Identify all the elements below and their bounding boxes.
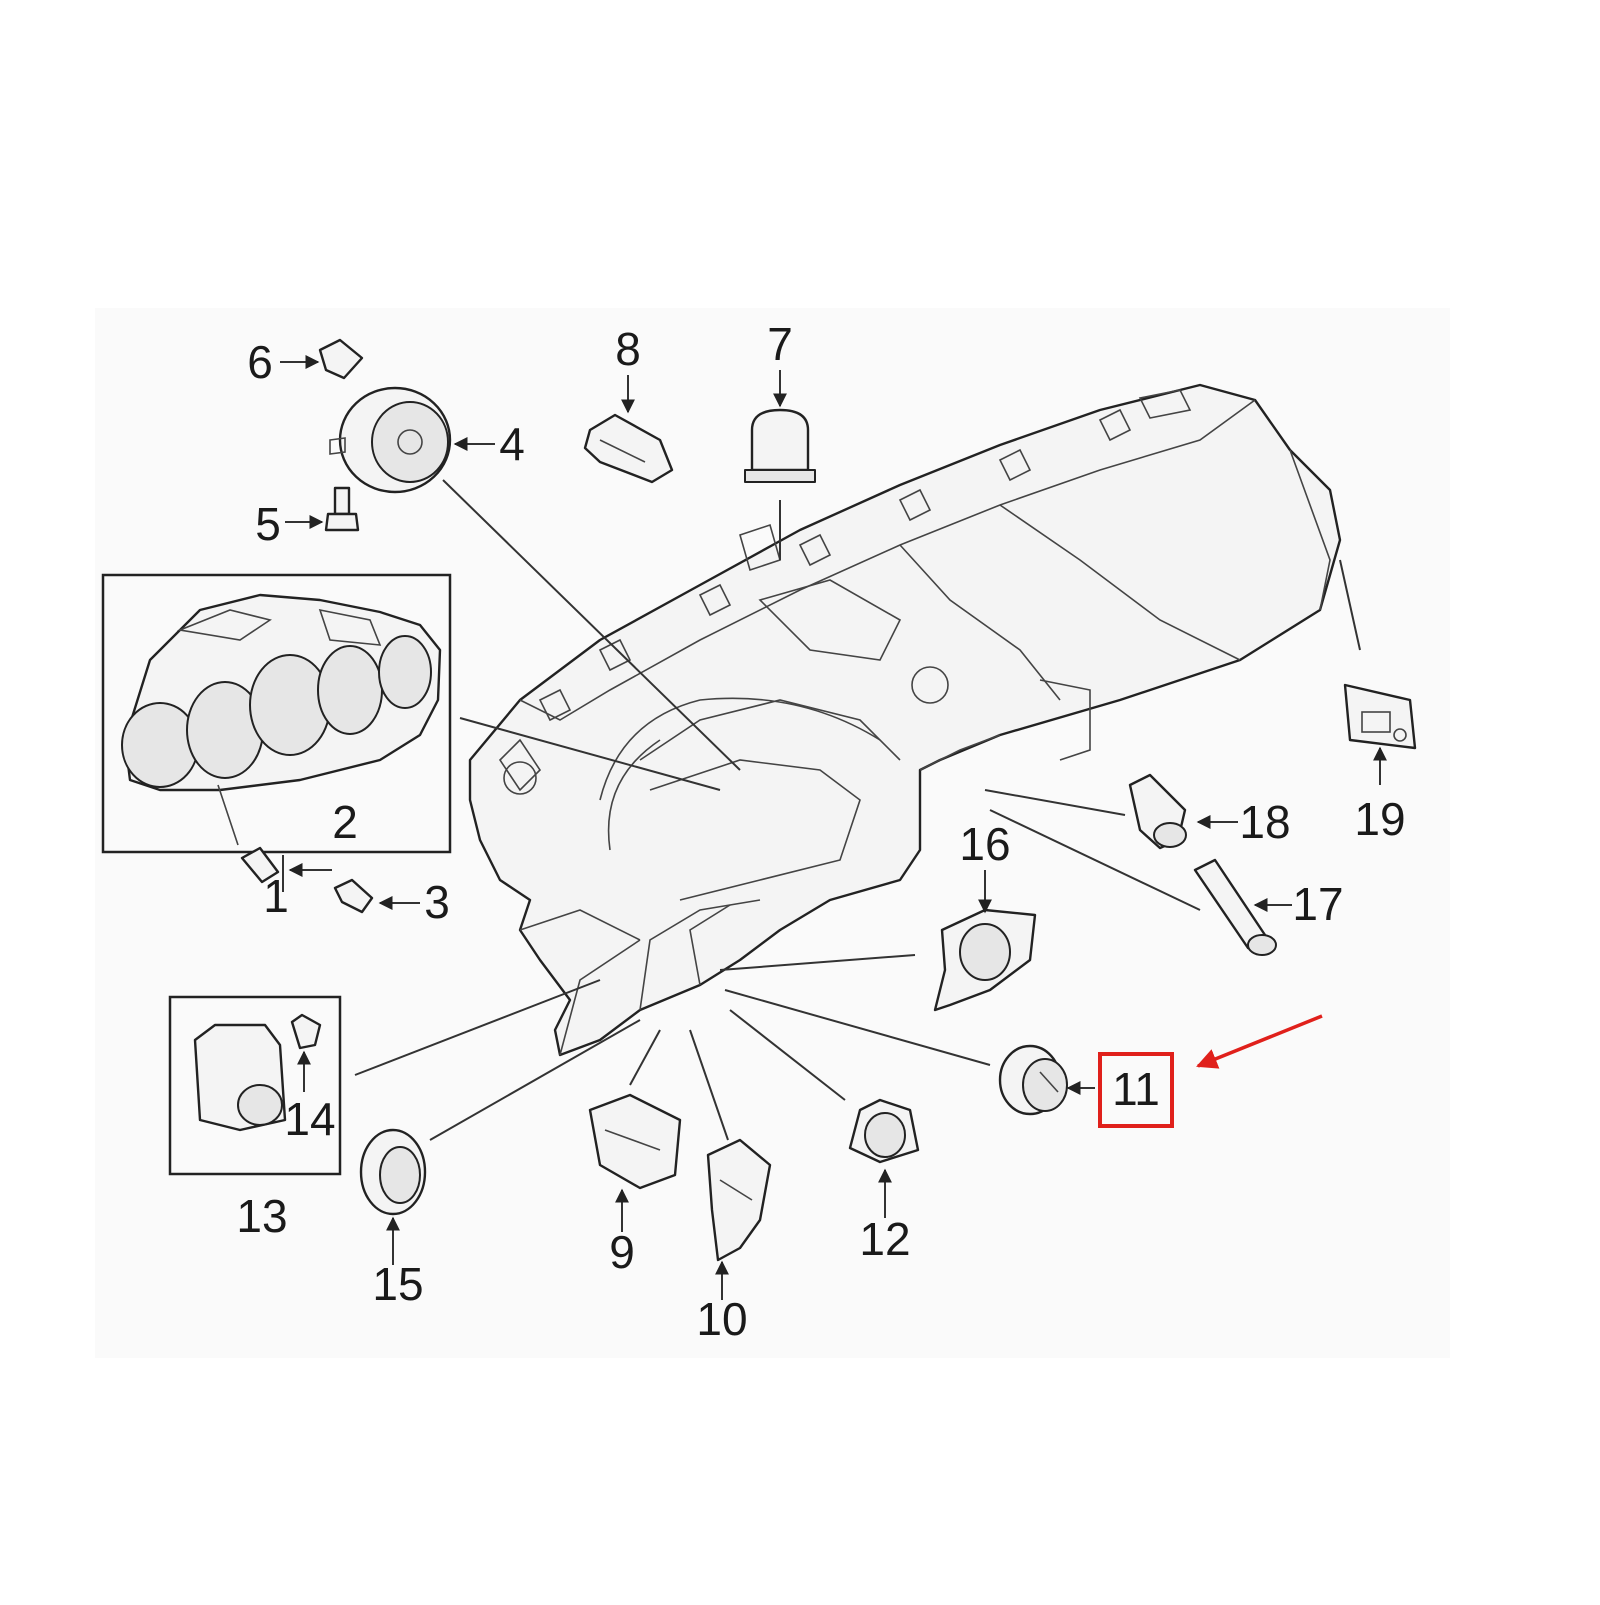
module-part [588,1093,682,1190]
callout-11: 11 [1112,1063,1160,1115]
callout-10: 10 [696,1293,747,1345]
bracket-part [933,908,1037,1012]
callout-13: 13 [236,1190,287,1242]
connector-part [1193,858,1277,956]
callout-9: 9 [609,1226,635,1278]
leader-lines [354,479,1361,1141]
callout-4: 4 [499,418,525,470]
part-13-group-box [168,995,342,1176]
callout-14: 14 [284,1093,335,1145]
callout-15: 15 [372,1258,423,1310]
callout-7: 7 [767,318,793,370]
callout-3: 3 [424,876,450,928]
screw-part [333,878,374,914]
callout-5: 5 [255,498,281,550]
grommet-part [359,1128,427,1216]
bolt-part [324,486,360,532]
bulb-part [217,784,280,884]
callout-16: 16 [959,818,1010,870]
instrument-cluster-part [121,593,442,792]
small-clip-part [290,1013,322,1050]
callout-18: 18 [1239,796,1290,848]
highlight-arrow [1196,1014,1323,1069]
round-dial-part [329,386,452,494]
socket-part [1128,773,1187,850]
highlighted-knob-part [998,1044,1068,1116]
dashboard-carrier [468,383,1342,1057]
callout-2: 2 [332,796,358,848]
callout-6: 6 [247,336,273,388]
callout-19: 19 [1354,793,1405,845]
clip-part [318,338,364,380]
highlight-box [1098,1052,1174,1128]
switch-part [583,413,674,484]
callout-17: 17 [1292,878,1343,930]
cover-part [706,1138,772,1262]
trim-ring-part [848,1098,920,1164]
part-1-group-box [101,573,452,854]
callout-labels: 1 2 3 4 5 6 7 8 9 10 11 12 13 14 15 16 1… [236,318,1405,1345]
callout-8: 8 [615,323,641,375]
callout-1: 1 [263,870,289,922]
button-block-part [1343,683,1417,750]
callout-12: 12 [859,1213,910,1265]
actuator-part [193,1023,287,1132]
sensor-part [744,408,816,483]
